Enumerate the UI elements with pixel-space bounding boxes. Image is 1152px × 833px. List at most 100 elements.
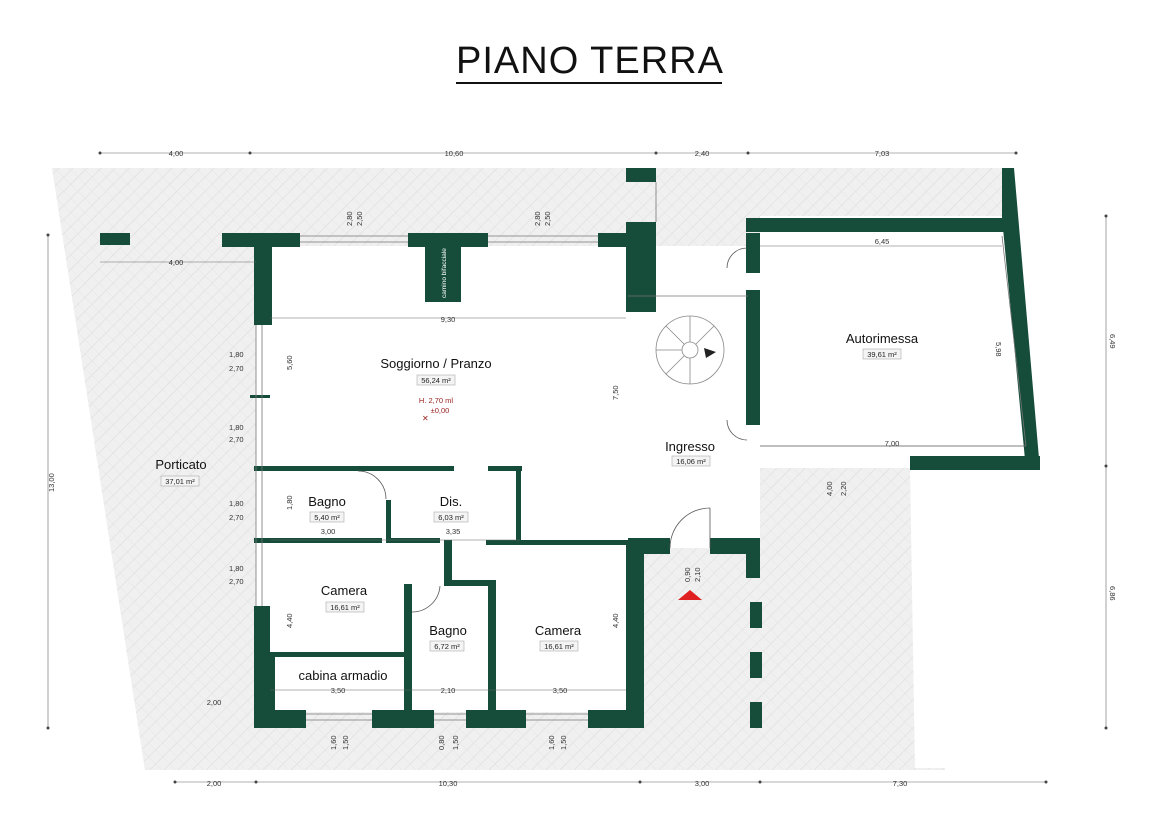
wall-corridor-bottom-1 bbox=[254, 538, 382, 543]
dim-win-b3a: 1,60 bbox=[547, 735, 556, 750]
wall-bagno1-right bbox=[386, 500, 391, 540]
dim-win-l1b: 2,70 bbox=[229, 364, 244, 373]
wall-yard-pier-1 bbox=[750, 602, 762, 628]
dim-win-top-2a: 2,80 bbox=[533, 211, 542, 226]
room-camera1-area: 16,61 m² bbox=[330, 603, 360, 612]
room-cabina-name: cabina armadio bbox=[299, 668, 388, 683]
bedroom-wing-floor bbox=[256, 246, 274, 712]
wall-yard-pier-2 bbox=[750, 652, 762, 678]
room-ingresso-area: 16,06 m² bbox=[676, 457, 706, 466]
dim-win-l1a: 1,80 bbox=[229, 350, 244, 359]
room-soggiorno-name: Soggiorno / Pranzo bbox=[380, 356, 491, 371]
dim-top-3: 2,40 bbox=[695, 149, 710, 158]
dim-bot-4: 7,30 bbox=[893, 779, 908, 788]
dim-win-l3a: 1,80 bbox=[229, 499, 244, 508]
wall-ingresso-right-2 bbox=[746, 290, 760, 425]
wall-dis-right bbox=[516, 466, 521, 540]
wall-bottom-1 bbox=[254, 710, 306, 728]
dimension-lines bbox=[47, 152, 1107, 783]
dim-dis-w: 3,35 bbox=[446, 527, 461, 536]
room-bagno1-name: Bagno bbox=[308, 494, 346, 509]
wall-bagno2-right bbox=[488, 584, 496, 710]
dim-win-b3b: 1,50 bbox=[559, 735, 568, 750]
wall-yard-pier-3 bbox=[750, 702, 762, 728]
plan-title: PIANO TERRA bbox=[456, 40, 724, 82]
room-bagno2-area: 6,72 m² bbox=[434, 642, 460, 651]
dim-bagno1-w: 3,00 bbox=[321, 527, 336, 536]
dim-left-total: 13,00 bbox=[47, 473, 56, 492]
room-autorimessa-name: Autorimessa bbox=[846, 331, 919, 346]
dim-garage-h: 5,98 bbox=[994, 342, 1003, 357]
area-box-bagno1 bbox=[309, 511, 345, 523]
room-camera2-area: 16,61 m² bbox=[544, 642, 574, 651]
wall-right-upper bbox=[626, 222, 656, 312]
dim-camera2-h: 4,40 bbox=[611, 613, 620, 628]
room-porticato-name: Porticato bbox=[155, 457, 206, 472]
wall-corridor-bottom-2 bbox=[386, 538, 440, 543]
area-box-soggiorno bbox=[416, 374, 456, 386]
wall-left-lower bbox=[254, 606, 270, 728]
entrance-marker bbox=[678, 590, 702, 600]
wall-corridor-top-2 bbox=[488, 466, 522, 471]
dim-camera1-h: 4,40 bbox=[285, 613, 294, 628]
area-box-ingresso bbox=[671, 455, 711, 467]
level-marker-icon: ✕ bbox=[422, 414, 429, 423]
dim-bottom-w2: 2,10 bbox=[441, 686, 456, 695]
room-ingresso-name: Ingresso bbox=[665, 439, 715, 454]
dim-right-2: 6,86 bbox=[1108, 586, 1117, 601]
porch-area bbox=[52, 168, 256, 770]
wall-camino bbox=[408, 233, 488, 247]
dim-bottom-w3: 3,50 bbox=[553, 686, 568, 695]
wall-garage-right bbox=[1002, 168, 1040, 470]
wall-camera-cabina bbox=[270, 652, 404, 657]
dim-porch-top: 4,00 bbox=[169, 258, 184, 267]
wall-bottom-2 bbox=[372, 710, 434, 728]
camino-label: camino bifacciale bbox=[441, 248, 448, 298]
dim-door-a: 0,90 bbox=[683, 567, 692, 582]
dim-porch-bottom: 2,00 bbox=[207, 698, 222, 707]
wall-right-bedroom bbox=[626, 540, 644, 728]
dim-win-l4a: 1,80 bbox=[229, 564, 244, 573]
wall-bottom-4 bbox=[588, 710, 644, 728]
area-box-porticato bbox=[160, 475, 200, 487]
room-camera1-name: Camera bbox=[321, 583, 368, 598]
stair-arrow bbox=[704, 348, 716, 358]
dim-top-1: 4,00 bbox=[169, 149, 184, 158]
room-dis-name: Dis. bbox=[440, 494, 462, 509]
dim-living-h: 5,60 bbox=[285, 355, 294, 370]
spiral-staircase bbox=[655, 315, 725, 385]
room-porticato-area: 37,01 m² bbox=[165, 477, 195, 486]
dimension-labels: 4,00 10,60 2,40 7,03 4,00 2,80 2,50 2,80… bbox=[47, 149, 1117, 788]
dim-bot-3: 3,00 bbox=[695, 779, 710, 788]
walls bbox=[100, 168, 1040, 728]
wall-bagno2-topbar bbox=[444, 580, 496, 586]
dim-win-l3b: 2,70 bbox=[229, 513, 244, 522]
dim-garage-w: 6,45 bbox=[875, 237, 890, 246]
room-bagno1-area: 5,40 m² bbox=[314, 513, 340, 522]
dim-win-top-1a: 2,80 bbox=[345, 211, 354, 226]
dim-top-4: 7,03 bbox=[875, 149, 890, 158]
room-camera2-name: Camera bbox=[535, 623, 582, 638]
dim-win-l2a: 1,80 bbox=[229, 423, 244, 432]
wall-garage-top bbox=[746, 218, 1006, 232]
dim-yard-a: 4,00 bbox=[825, 481, 834, 496]
wall-ingresso-right bbox=[746, 233, 760, 273]
dim-win-l2b: 2,70 bbox=[229, 435, 244, 444]
dim-right-1: 6,49 bbox=[1108, 334, 1117, 349]
area-box-bagno2 bbox=[429, 640, 465, 652]
dim-bot-1: 2,00 bbox=[207, 779, 222, 788]
garden-area bbox=[760, 468, 915, 768]
wall-left-upper bbox=[254, 233, 272, 325]
dim-bagno1-h: 1,80 bbox=[285, 495, 294, 510]
dim-top-2: 10,60 bbox=[445, 149, 464, 158]
room-soggiorno-height: H. 2,70 ml bbox=[419, 396, 454, 405]
dimension-ticks bbox=[46, 151, 1108, 784]
wall-garage-bottom bbox=[910, 456, 1040, 470]
wall-living-side bbox=[250, 395, 270, 398]
dim-bottom-w1: 3,50 bbox=[331, 686, 346, 695]
dim-win-b1a: 1,60 bbox=[329, 735, 338, 750]
camino bbox=[425, 247, 461, 302]
dim-win-top-1b: 2,50 bbox=[355, 211, 364, 226]
area-box-dis bbox=[433, 511, 469, 523]
